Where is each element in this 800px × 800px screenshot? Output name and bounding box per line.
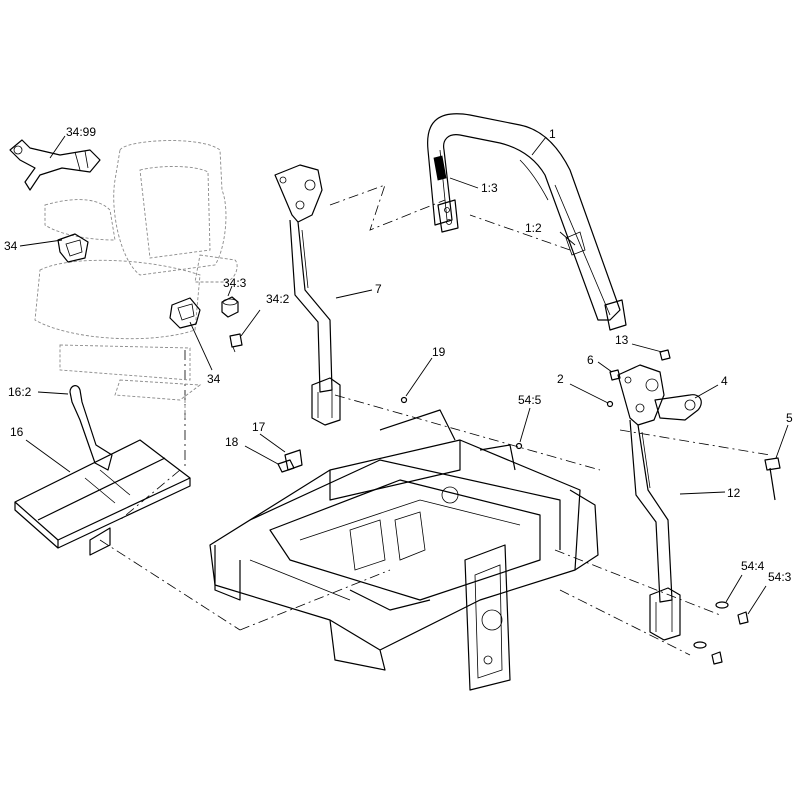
hitch-pin (654, 394, 702, 421)
seat-assembly (34, 140, 238, 420)
callout-7: 7 (375, 282, 382, 296)
seat-belt-buckle-strap (9, 139, 101, 191)
callout-1-2: 1:2 (525, 221, 542, 235)
seat-belt-left (57, 233, 89, 263)
callout-18: 18 (225, 435, 239, 449)
rollbar-loop (427, 113, 627, 331)
callout-12: 12 (727, 486, 741, 500)
rollbar-left-upright (274, 164, 341, 426)
callout-16: 16 (10, 425, 24, 439)
seat-slide-rails (14, 439, 191, 556)
small-hardware (277, 349, 781, 665)
callout-13: 13 (615, 333, 629, 347)
callout-54-5: 54:5 (518, 393, 542, 407)
callout-4: 4 (721, 374, 728, 388)
seat-adjust-lever (69, 385, 113, 471)
seat-belt-bolt (229, 333, 243, 353)
callout-17: 17 (252, 420, 266, 434)
callout-54-3: 54:3 (768, 570, 792, 584)
callouts: 1 1:3 1:2 7 34:99 34 34:3 34:2 34 16:2 1… (4, 125, 793, 615)
callout-2: 2 (557, 372, 564, 386)
callout-34-2: 34:2 (266, 292, 290, 306)
callout-1-3: 1:3 (481, 181, 498, 195)
rollbar-right-upright (617, 364, 681, 641)
spacer (221, 296, 239, 318)
callout-34-lower: 34 (207, 372, 221, 386)
callout-1: 1 (549, 127, 556, 141)
callout-34-3: 34:3 (223, 276, 247, 290)
callout-34-99: 34:99 (66, 125, 96, 139)
callout-54-4: 54:4 (741, 559, 765, 573)
callout-19: 19 (432, 345, 446, 359)
callout-16-2: 16:2 (8, 385, 32, 399)
callout-34: 34 (4, 239, 18, 253)
callout-6: 6 (587, 353, 594, 367)
main-frame (209, 409, 599, 691)
seat-belt-right-buckle (169, 297, 201, 329)
callout-5: 5 (786, 411, 793, 425)
assembly-centerlines (99, 184, 771, 656)
